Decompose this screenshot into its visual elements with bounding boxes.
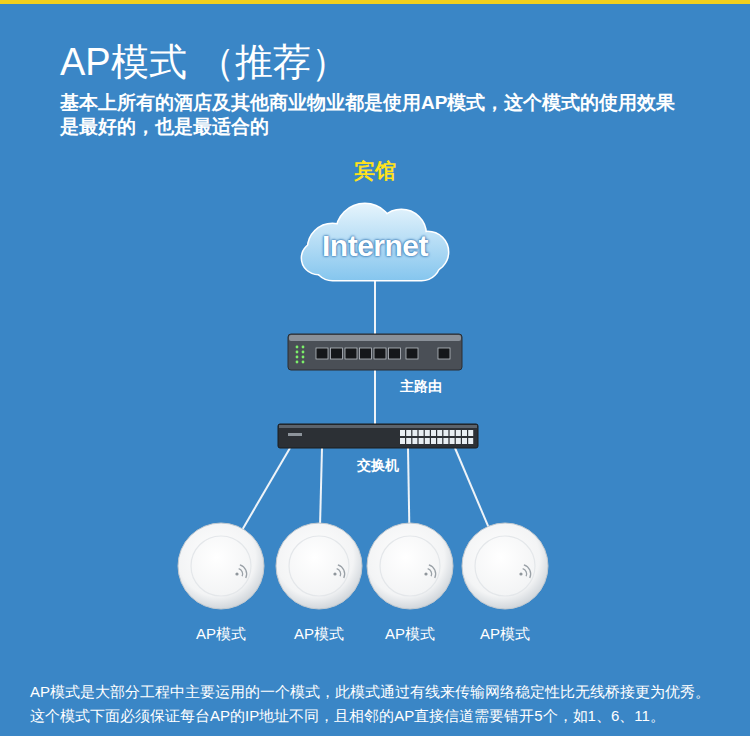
access-point: AP模式 (177, 522, 265, 610)
access-point: AP模式 (461, 522, 549, 610)
switch-port (425, 438, 430, 444)
switch-port (443, 430, 448, 436)
ap-disc (462, 523, 548, 609)
router-top (289, 335, 461, 341)
status-led (302, 356, 305, 359)
wan-port (438, 348, 450, 359)
signal-arc (429, 564, 437, 578)
switch-port (406, 430, 411, 436)
status-led (296, 346, 299, 349)
ap-ring (191, 536, 251, 596)
status-led (302, 351, 305, 354)
status-led (296, 351, 299, 354)
status-led (296, 356, 299, 359)
lan-port (331, 348, 343, 359)
access-point: AP模式 (366, 522, 454, 610)
ap-ring (289, 536, 349, 596)
device-label: 主路由 (400, 377, 442, 395)
ap-disc (178, 523, 264, 609)
switch-port (406, 438, 411, 444)
page-title: AP模式 （推荐） (60, 40, 349, 84)
switch-port (412, 438, 417, 444)
switch-port (437, 430, 442, 436)
status-led (302, 346, 305, 349)
intro-text: 基本上所有的酒店及其他商业物业都是使用AP模式，这个模式的使用效果 是最好的，也… (60, 91, 685, 139)
switch-port (425, 430, 430, 436)
signal-arc (240, 564, 248, 578)
signal-dot (519, 572, 522, 575)
cloud-fill (302, 204, 448, 280)
status-led (302, 361, 305, 364)
router-body (288, 334, 462, 370)
ap-shape (366, 522, 454, 610)
router-shape (288, 334, 462, 370)
device-label: 交换机 (357, 456, 399, 474)
network-cable (374, 370, 376, 424)
top-band (0, 0, 750, 4)
status-led (296, 361, 299, 364)
caption-text: AP模式是大部分工程中主要运用的一个模式，此模式通过有线来传输网络稳定性比无线桥… (30, 680, 720, 728)
device-label: AP模式 (294, 624, 344, 643)
switch-port (443, 438, 448, 444)
internet-cloud: Internet (294, 200, 456, 280)
ap-shape (177, 522, 265, 610)
cloud-outline (302, 204, 448, 280)
switch-port (400, 438, 405, 444)
site-heading: 宾馆 (354, 158, 396, 184)
switch-port (462, 438, 467, 444)
network-cable (243, 448, 290, 529)
signal-dot (424, 572, 427, 575)
device-label: AP模式 (480, 624, 530, 643)
switch-body (278, 424, 478, 448)
network-cable (320, 448, 322, 523)
signal-arc (522, 568, 527, 577)
switch-port (468, 430, 473, 436)
ap-ring (380, 536, 440, 596)
lan-port (374, 348, 386, 359)
device-label: AP模式 (196, 624, 246, 643)
signal-arc (524, 564, 532, 578)
switch-top (279, 425, 477, 428)
ap-shape (461, 522, 549, 610)
switch-port (400, 430, 405, 436)
cloud-label: Internet (322, 229, 428, 263)
access-point: AP模式 (275, 522, 363, 610)
lan-port (360, 348, 372, 359)
ap-ring (475, 536, 535, 596)
lan-port (316, 348, 328, 359)
switch-port (419, 430, 424, 436)
switch-logo (288, 433, 302, 436)
switch-port (450, 438, 455, 444)
network-cable (374, 279, 376, 334)
switch-port (462, 430, 467, 436)
switch-port (450, 430, 455, 436)
switch-port (419, 438, 424, 444)
ap-disc (276, 523, 362, 609)
signal-dot (333, 572, 336, 575)
signal-dot (235, 572, 238, 575)
switch-port (456, 438, 461, 444)
network-cable (455, 448, 488, 526)
lan-port (389, 348, 401, 359)
signal-arc (238, 568, 243, 577)
switch-port (431, 430, 436, 436)
switch-device: 交换机 (278, 424, 478, 448)
switch-port (431, 438, 436, 444)
device-label: AP模式 (385, 624, 435, 643)
lan-port (345, 348, 357, 359)
switch-port (437, 438, 442, 444)
switch-port (468, 438, 473, 444)
switch-port (412, 430, 417, 436)
signal-arc (427, 568, 432, 577)
signal-arc (336, 568, 341, 577)
switch-port (456, 430, 461, 436)
router-device: 主路由 (288, 334, 462, 370)
ap-disc (367, 523, 453, 609)
network-cable (408, 448, 409, 523)
signal-arc (338, 564, 346, 578)
wan-port (406, 348, 418, 359)
switch-shape (278, 424, 478, 448)
ap-shape (275, 522, 363, 610)
